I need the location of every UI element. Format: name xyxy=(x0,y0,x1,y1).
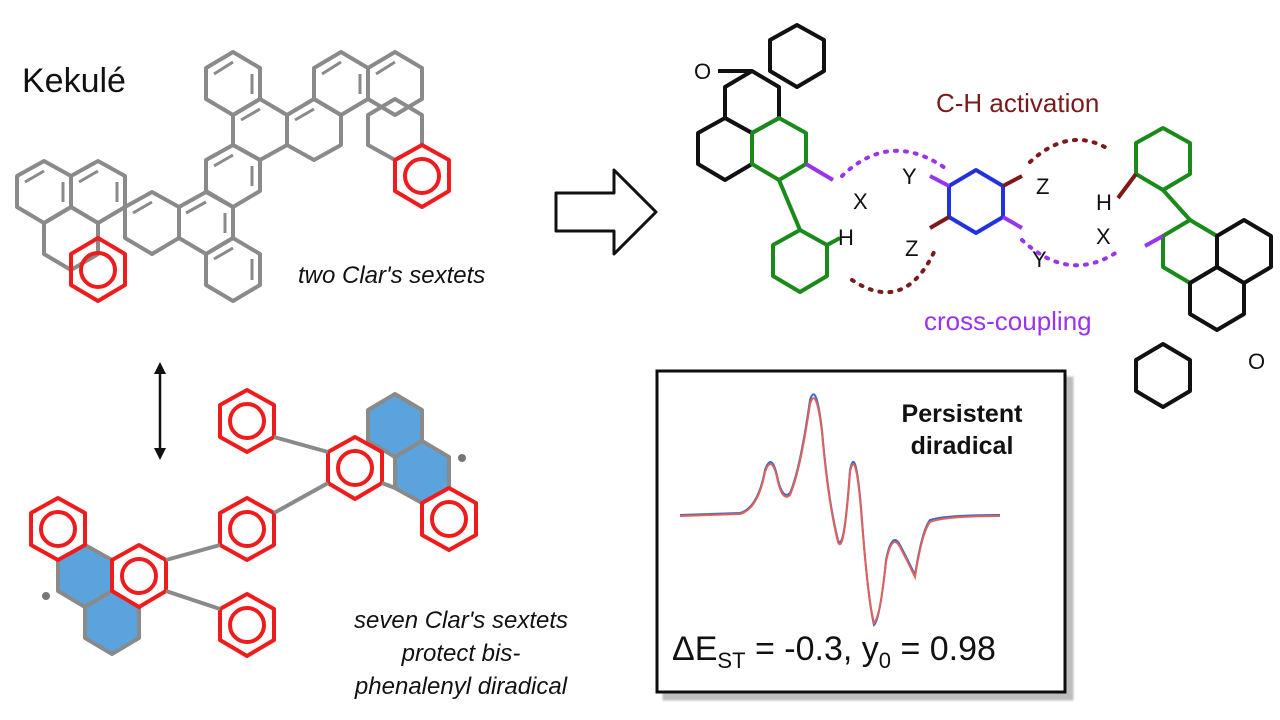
oxygen-right: O xyxy=(1248,349,1266,374)
halide-right: X xyxy=(1096,224,1111,249)
epr-spectrum xyxy=(679,393,1001,627)
seven-clar-label: seven Clar's sextets protect bis- phenal… xyxy=(306,604,616,703)
oxygen-left: O xyxy=(694,59,712,84)
kekule-label: Kekulé xyxy=(22,62,126,100)
ch-activation-label: C-H activation xyxy=(936,88,1100,118)
hydrogen-left: H xyxy=(838,225,854,250)
formula-end: = 0.98 xyxy=(891,630,996,668)
delta-e: ΔE xyxy=(672,630,718,668)
hydrogen-right: H xyxy=(1096,190,1112,215)
y-top: Y xyxy=(902,164,917,189)
reaction-arrow xyxy=(554,168,658,256)
kekule-structure xyxy=(15,50,451,303)
diradical-structure xyxy=(29,388,478,658)
seven-clar-line-1: seven Clar's sextets xyxy=(354,607,568,634)
left-building-block xyxy=(696,23,841,294)
resonance-arrow xyxy=(154,362,166,460)
seven-clar-line-2: protect bis- xyxy=(401,640,521,667)
z-bottom: Z xyxy=(905,236,919,261)
center-linker xyxy=(928,168,1024,235)
z-top: Z xyxy=(1036,174,1050,199)
cross-coupling-label: cross-coupling xyxy=(924,306,1092,336)
two-clar-label: two Clar's sextets xyxy=(298,262,486,289)
persistent-label: Persistent diradical xyxy=(872,398,1052,462)
halide-left: X xyxy=(853,189,868,214)
energy-formula: ΔEST = -0.3, y0 = 0.98 xyxy=(672,630,996,674)
right-building-block xyxy=(1116,126,1273,409)
seven-clar-line-3: phenalenyl diradical xyxy=(354,673,568,700)
epr-panel xyxy=(655,369,1067,694)
zero-subscript: 0 xyxy=(878,647,891,673)
persistent-line-1: Persistent xyxy=(901,400,1023,428)
st-subscript: ST xyxy=(717,647,746,673)
formula-mid: = -0.3, y xyxy=(745,630,879,668)
y-bottom: Y xyxy=(1032,247,1047,272)
connection-arcs xyxy=(840,137,1122,295)
persistent-line-2: diradical xyxy=(910,432,1014,460)
